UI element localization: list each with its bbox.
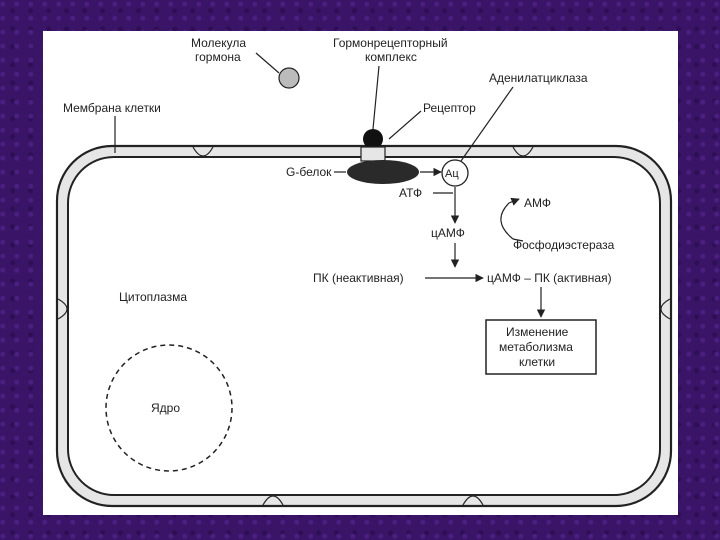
hormone-pointer-line [256,53,279,73]
ac-label: Ац [445,168,459,180]
cell-membrane-label: Мембрана клетки [63,101,161,115]
metabolism-change-label-1: Изменение [506,325,569,339]
hormone-molecule [279,68,299,88]
pk-inactive-label: ПК (неактивная) [313,271,404,285]
hormone-receptor-complex-label-2: комплекс [365,50,417,64]
hormone-molecule-label-1: Молекула [191,36,246,50]
camp-label: цАМФ [431,226,465,240]
cytoplasm-label: Цитоплазма [119,290,187,304]
g-protein [347,160,419,184]
cell-signaling-diagram: Молекула гормона Гормонрецепторный компл… [43,31,678,515]
phosphodiesterase-label: Фосфодиэстераза [513,238,615,252]
hormone-molecule-label-2: гормона [195,50,241,64]
metabolism-change-label-3: клетки [519,355,555,369]
receptor-label: Рецептор [423,101,476,115]
nucleus-label: Ядро [151,401,180,415]
amp-label: АМФ [524,196,551,210]
metabolism-change-label-2: метаболизма [499,340,573,354]
hormone-receptor-complex-label-1: Гормонрецепторный [333,36,448,50]
receptor [363,129,383,149]
adenylate-cyclase-label: Аденилатциклаза [489,71,588,85]
complex-pointer-line [373,66,379,129]
receptor-channel [361,147,385,161]
slide: Молекула гормона Гормонрецепторный компл… [43,31,678,515]
g-protein-label: G-белок [286,165,332,179]
atp-label: АТФ [399,186,422,200]
receptor-pointer-line [389,111,421,139]
camp-pk-active-label: цАМФ – ПК (активная) [487,271,612,285]
